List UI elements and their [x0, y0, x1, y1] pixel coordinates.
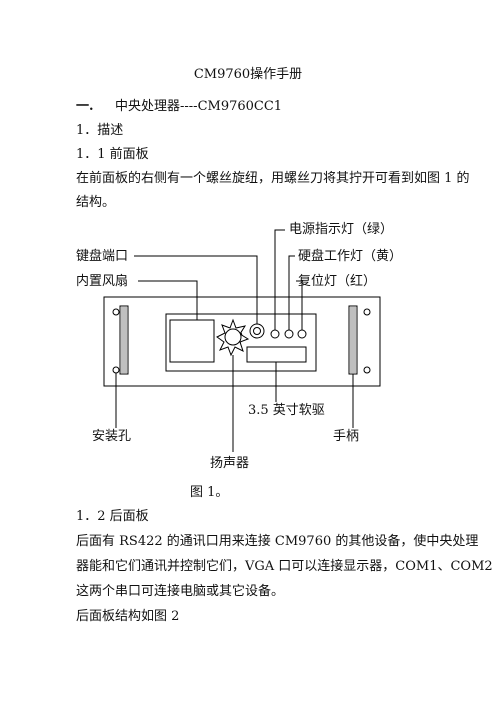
label-speaker: 扬声器 [210, 456, 250, 471]
section-number: 一. [76, 99, 94, 114]
label-fan: 内置风扇 [76, 274, 129, 289]
mount-hole [112, 308, 120, 316]
paragraph-line: 后面有 RS422 的通讯口用来连接 CM9760 的其他设备，使中央处理 [76, 534, 479, 549]
label-power-led: 电源指示灯（绿） [289, 222, 394, 237]
speaker-icon [216, 318, 250, 357]
figure-caption: 图 1。 [190, 485, 229, 500]
label-hdd-led: 硬盘工作灯（黄） [298, 249, 403, 264]
label-handle: 手柄 [333, 429, 360, 444]
label-reset-led: 复位灯（红） [298, 274, 377, 289]
panel-outline [103, 296, 381, 387]
left-handle [119, 305, 129, 375]
paragraph-line: 后面板结构如图 2 [76, 609, 180, 624]
label-keyboard-port: 键盘端口 [76, 249, 129, 264]
page-title: CM9760操作手册 [193, 67, 303, 82]
paragraph-line: 这两个串口可连接电脑或其它设备。 [76, 584, 285, 599]
floppy-slot [246, 346, 307, 363]
label-floppy: 3.5 英寸软驱 [248, 403, 325, 418]
label-mount-hole: 安装孔 [92, 429, 132, 444]
heading-front-panel: 1．1 前面板 [76, 147, 149, 162]
mount-hole [363, 308, 371, 316]
mount-hole [112, 366, 120, 374]
mount-hole [363, 366, 371, 374]
reset-led [297, 329, 307, 339]
hdd-led [284, 329, 294, 339]
paragraph-line: 器能和它们通讯并控制它们，VGA 口可以连接显示器，COM1、COM2 [76, 559, 493, 574]
heading-description: 1．描述 [76, 123, 124, 138]
power-led [270, 329, 280, 339]
fan-box [169, 319, 215, 363]
module-outline [165, 313, 317, 372]
paragraph-line: 在前面板的右侧有一个螺丝旋纽，用螺丝刀将其拧开可看到如图 1 的 [76, 171, 470, 186]
section-title: 中央处理器----CM9760CC1 [115, 99, 283, 114]
keyboard-port-inner [253, 327, 261, 335]
paragraph-line: 结构。 [76, 195, 116, 210]
heading-rear-panel: 1．2 后面板 [76, 509, 149, 524]
